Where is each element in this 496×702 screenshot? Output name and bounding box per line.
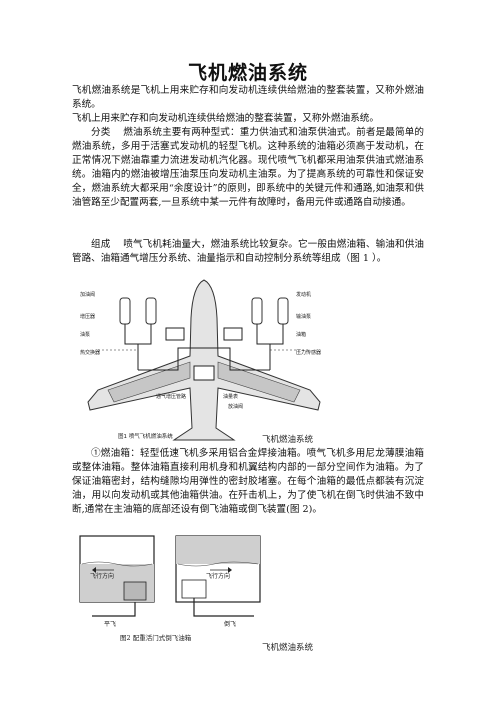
fig1-label-left-3: 油泵 bbox=[80, 331, 90, 338]
figure-2-inverted-tank-diagram: 飞行方向 飞行方向 平飞 倒飞 bbox=[79, 535, 261, 628]
fig1-label-right-2: 输油泵 bbox=[296, 313, 311, 320]
fig2-inverted-flight-label: 倒飞 bbox=[224, 620, 236, 628]
fig2-level-flight-label: 平飞 bbox=[104, 621, 116, 628]
figure-1-fuel-system-diagram: 加油阀 增压器 油泵 热交换器 发动机 输油泵 油箱 压力传感器 通气增压管路 … bbox=[80, 279, 321, 441]
classification-paragraph: 分类 燃油系统主要有两种型式：重力供油式和油泵供油式。前者是最简单的燃油系统，多… bbox=[72, 127, 424, 208]
fig1-label-bottom-3: 放油阀 bbox=[228, 403, 243, 410]
fig1-label-left-1: 加油阀 bbox=[80, 291, 95, 298]
composition-paragraph: 组成 喷气飞机耗油量大，燃油系统比较复杂。它一般由燃油箱、输油和供油管路、油箱通… bbox=[72, 239, 424, 264]
fig2-right-direction-label: 飞行方向 bbox=[206, 572, 230, 580]
intro-repeat-paragraph: 飞机上用来贮存和向发动机连续供给燃油的整套装置，又称外燃油系统。 bbox=[72, 113, 379, 124]
fig1-label-bottom-1: 通气增压管路 bbox=[156, 393, 186, 400]
fig1-label-left-4: 热交换器 bbox=[80, 349, 100, 356]
fuel-tank-paragraph: ①燃油箱：轻型低速飞机多采用铝合金焊接油箱。喷气飞机多用尼龙薄膜油箱或整体油箱。… bbox=[72, 448, 424, 515]
figure-2-inline-caption: 图2 配重活门式倒飞油箱 bbox=[120, 634, 192, 642]
figure-2-caption: 飞机燃油系统 bbox=[262, 643, 314, 653]
fig1-label-right-4: 压力传感器 bbox=[296, 349, 321, 356]
fig1-inline-caption: 图1 喷气飞机燃油系统 bbox=[118, 432, 173, 440]
intro-paragraph: 飞机燃油系统是飞机上用来贮存和向发动机连续供给燃油的整套装置，又称外燃油系统。 bbox=[72, 85, 424, 110]
fig1-label-right-1: 发动机 bbox=[296, 291, 311, 298]
fig1-label-bottom-2: 油量表 bbox=[223, 393, 238, 400]
fig1-label-right-3: 油箱 bbox=[296, 331, 306, 338]
page-title: 飞机燃油系统 bbox=[187, 62, 308, 84]
figure-1-caption: 飞机燃油系统 bbox=[262, 435, 314, 445]
fig2-left-direction-label: 飞行方向 bbox=[90, 572, 114, 580]
fig1-label-left-2: 增压器 bbox=[80, 313, 95, 320]
